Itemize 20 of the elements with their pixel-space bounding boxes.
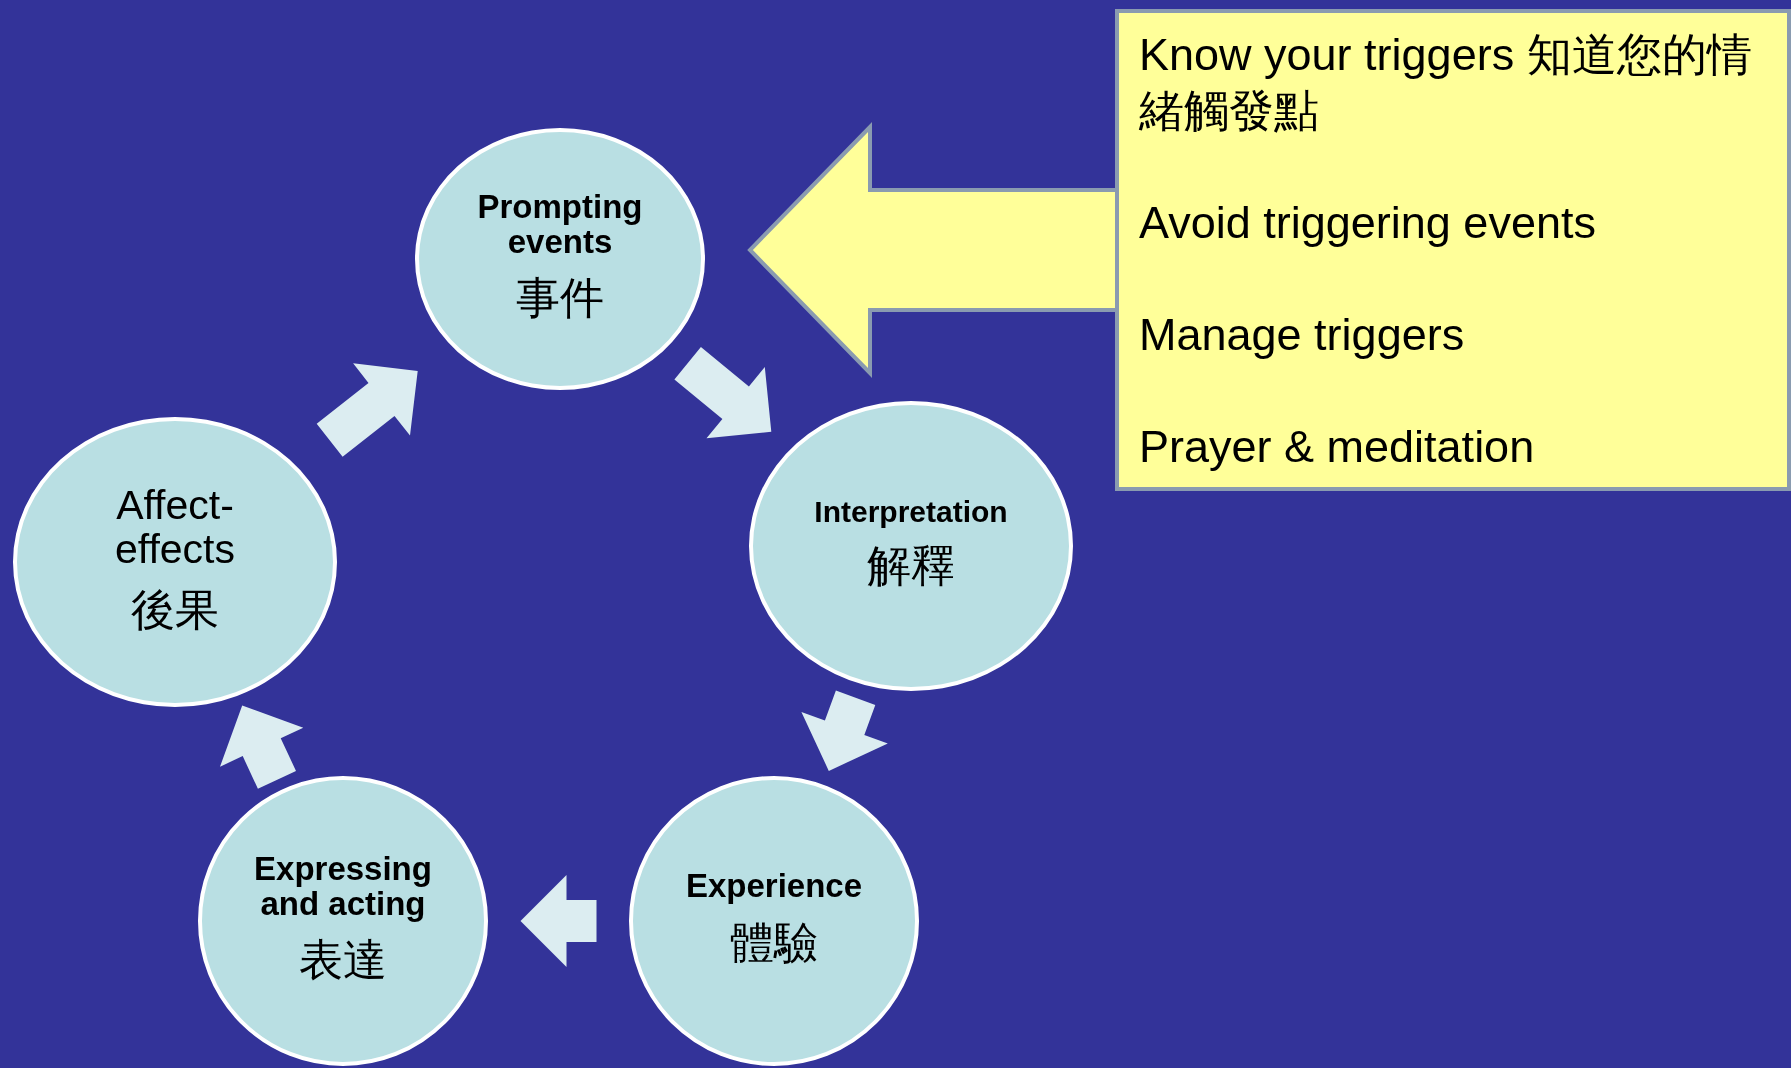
tip-text: Prayer & meditation — [1139, 419, 1536, 474]
block-arrow — [674, 347, 772, 439]
tip-text: Manage triggers — [1139, 307, 1466, 362]
stage-label: Affect-effects — [113, 484, 236, 571]
block-arrow — [801, 690, 888, 771]
chinese-label: 表達 — [299, 933, 387, 988]
stage-label: Expressing and acting — [253, 851, 433, 922]
chinese-label: 事件 — [516, 271, 604, 326]
block-arrow — [316, 363, 418, 457]
chinese-label: 解釋 — [867, 539, 955, 594]
stage-label: Interpretation — [814, 495, 1008, 528]
chinese-label: 體驗 — [730, 915, 818, 970]
stage-label: Prompting events — [476, 189, 644, 260]
block-arrow — [220, 705, 304, 789]
tip-text: Know your triggers 知道您的情緒觸發點 — [1139, 28, 1753, 139]
block-arrow — [520, 875, 597, 967]
stage-label: Experience — [685, 869, 863, 904]
chinese-label: 後果 — [131, 582, 219, 637]
tip-text: Avoid triggering events — [1139, 196, 1597, 251]
callout-box — [1115, 9, 1791, 491]
